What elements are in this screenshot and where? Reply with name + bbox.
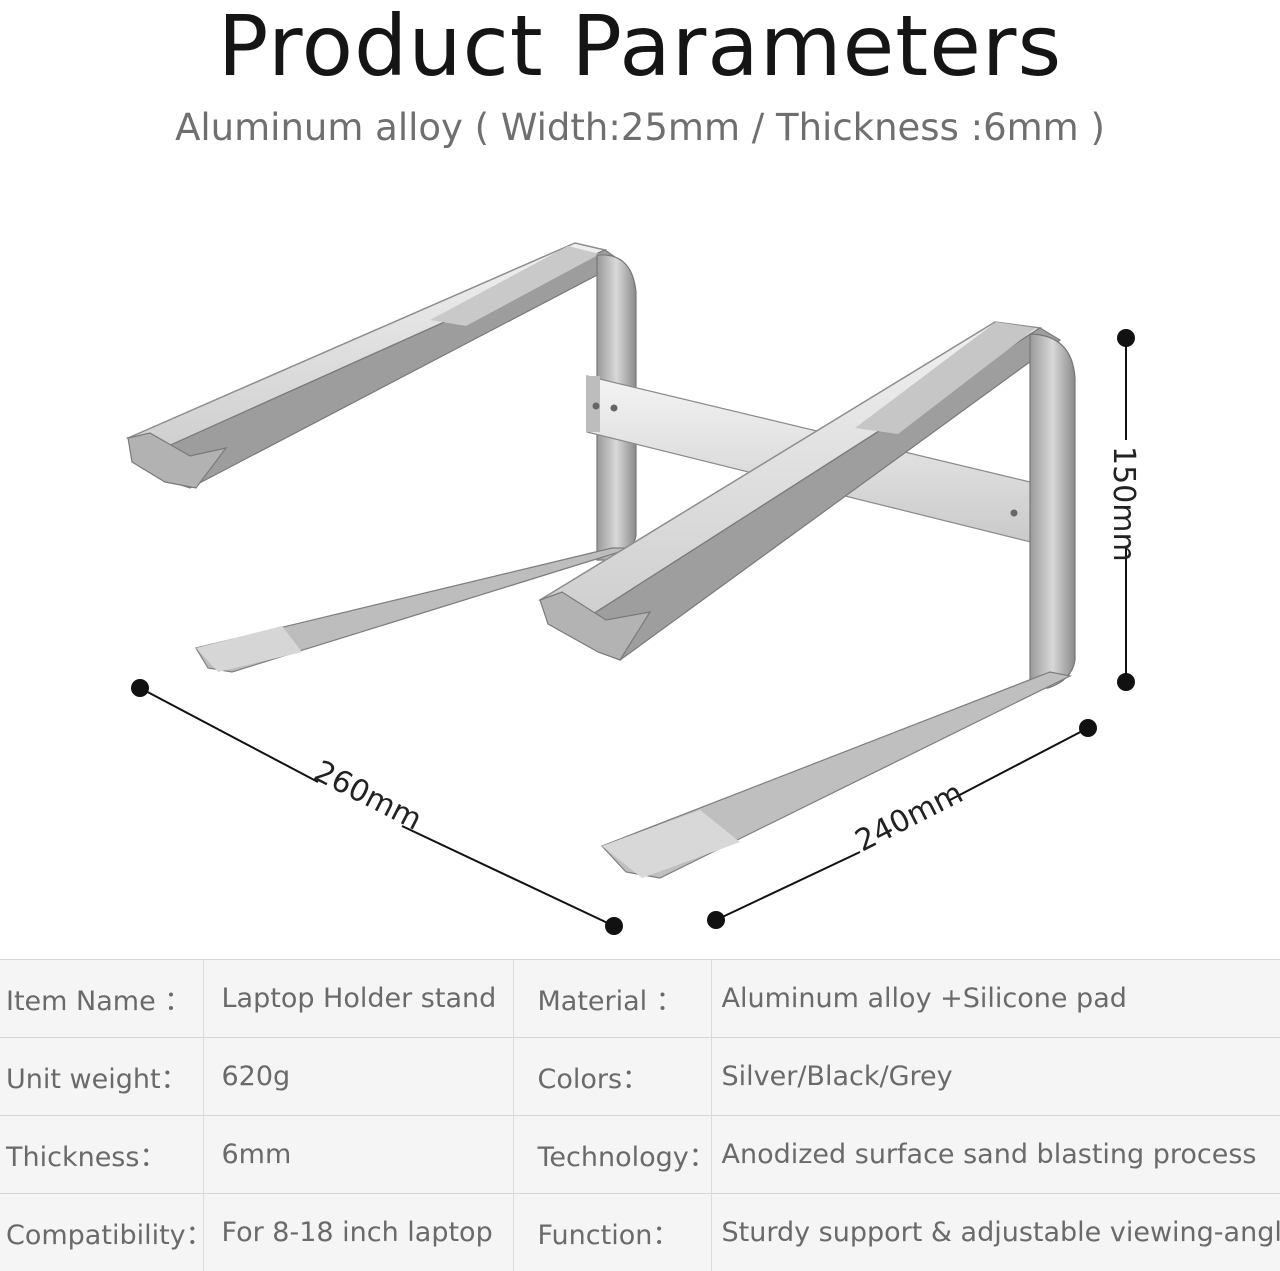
- spec-value: Anodized surface sand blasting process: [711, 1116, 1280, 1194]
- spec-value: 620g: [203, 1038, 513, 1116]
- spec-table: Item Name ： Laptop Holder stand Material…: [0, 959, 1280, 1271]
- spec-label: Function：: [513, 1194, 711, 1271]
- page-title: Product Parameters: [0, 0, 1280, 92]
- spec-label: Material ：: [513, 960, 711, 1038]
- table-row: Unit weight： 620g Colors： Silver/Black/G…: [0, 1038, 1280, 1116]
- right-post: [1030, 334, 1075, 688]
- spec-value: Laptop Holder stand: [203, 960, 513, 1038]
- spec-value: Silver/Black/Grey: [711, 1038, 1280, 1116]
- table-row: Compatibility： For 8-18 inch laptop Func…: [0, 1194, 1280, 1271]
- table-row: Item Name ： Laptop Holder stand Material…: [0, 960, 1280, 1038]
- spec-label: Compatibility：: [0, 1194, 203, 1271]
- depth-label: 240mm: [850, 775, 969, 859]
- length-label: 260mm: [308, 754, 427, 838]
- spec-label: Item Name ：: [0, 960, 203, 1038]
- spec-value: Sturdy support & adjustable viewing-angl…: [711, 1194, 1280, 1271]
- spec-label: Technology：: [513, 1116, 711, 1194]
- spec-value: 6mm: [203, 1116, 513, 1194]
- spec-label: Unit weight：: [0, 1038, 203, 1116]
- table-row: Thickness： 6mm Technology： Anodized surf…: [0, 1116, 1280, 1194]
- left-top-arm-edge: [128, 250, 622, 488]
- page-subtitle: Aluminum alloy ( Width:25mm / Thickness …: [0, 104, 1280, 152]
- stand-diagram: 260mm 240mm 150mm: [0, 180, 1280, 950]
- spec-label: Thickness：: [0, 1116, 203, 1194]
- spec-value: For 8-18 inch laptop: [203, 1194, 513, 1271]
- dimension-height: 150mm: [1106, 329, 1141, 691]
- height-label: 150mm: [1106, 446, 1141, 562]
- dimension-length: 260mm: [131, 679, 623, 935]
- spec-value: Aluminum alloy +Silicone pad: [711, 960, 1280, 1038]
- spec-label: Colors：: [513, 1038, 711, 1116]
